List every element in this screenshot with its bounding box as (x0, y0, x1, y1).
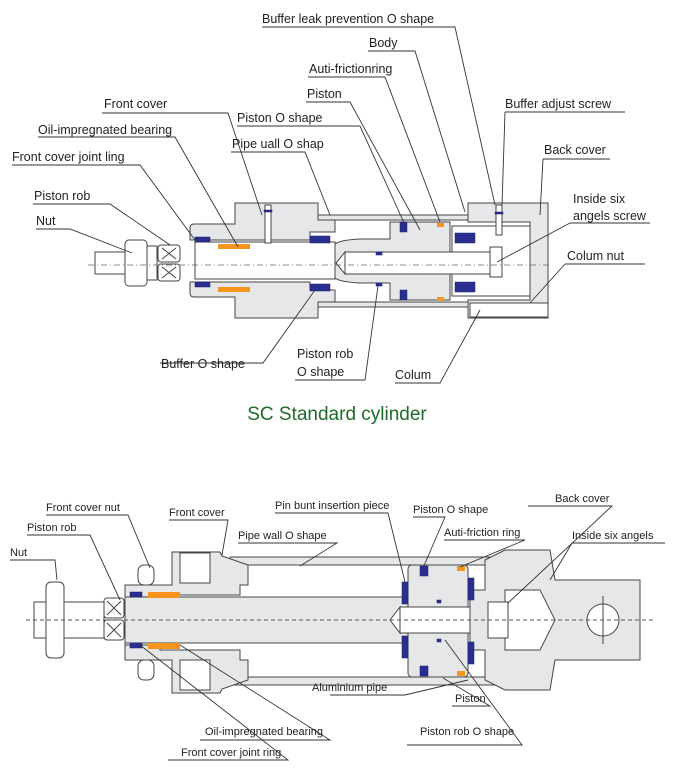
label-pipe-wall-o-shape: Pipe uall O shap (232, 137, 324, 151)
bottom-cylinder-drawing (26, 549, 655, 694)
top-piston-rod (194, 241, 336, 280)
top-screw (344, 251, 491, 275)
top-cylinder-drawing (88, 202, 550, 319)
top-nut (124, 239, 148, 287)
label-buffer-o-shape: Buffer O shape (161, 357, 245, 371)
label-aluminium-pipe: Aluminium pipe (312, 682, 387, 694)
label-body: Body (369, 36, 398, 50)
bottom-labels: Front cover nut Front cover Pin bunt ins… (10, 493, 654, 759)
label-nut: Nut (10, 547, 27, 559)
top-labels: Buffer leak prevention O shape Body Auti… (12, 12, 647, 382)
top-tube-lower (317, 301, 469, 308)
label-inside-six-angels-2: angels screw (573, 209, 647, 223)
label-piston-rod: Piston rob (27, 522, 77, 534)
label-inside-six-angels-1: Inside six (573, 192, 626, 206)
label-buffer-leak-prevention: Buffer leak prevention O shape (262, 12, 434, 26)
top-screw-head (489, 246, 503, 278)
label-front-cover-joint-ring: Front cover joint ling (12, 150, 125, 164)
label-piston: Piston (307, 87, 342, 101)
label-colum-nut: Colum nut (567, 249, 624, 263)
label-piston: Piston (455, 693, 486, 705)
label-inside-six-angels: Inside six angels (572, 530, 654, 542)
label-pipe-wall-o-shape: Pipe wall O shape (238, 530, 327, 542)
label-back-cover: Back cover (555, 493, 610, 505)
label-piston-o-shape: Piston O shape (237, 111, 323, 125)
label-oil-impregnated-bearing: Oil-impregnated bearing (205, 726, 323, 738)
label-piston-rod: Piston rob (34, 189, 90, 203)
label-piston-o-shape: Piston O shape (413, 504, 488, 516)
top-colum (469, 302, 549, 318)
label-nut: Nut (36, 214, 56, 228)
top-thread (94, 251, 126, 275)
label-anti-friction-ring: Auti-frictionring (309, 62, 392, 76)
label-front-cover-nut: Front cover nut (46, 502, 120, 514)
label-front-cover: Front cover (104, 97, 167, 111)
label-piston-rod-o-shape-1: Piston rob (297, 347, 353, 361)
bottom-leader-lines (10, 505, 665, 761)
top-tube-upper (317, 214, 469, 221)
top-leader-lines (12, 26, 650, 384)
label-pin-bunt-insertion-piece: Pin bunt insertion piece (275, 500, 389, 512)
label-colum: Colum (395, 368, 431, 382)
label-buffer-adjust-screw: Buffer adjust screw (505, 97, 612, 111)
label-anti-friction-ring: Auti-friction ring (444, 527, 520, 539)
diagram-title: SC Standard cylinder (247, 404, 427, 425)
label-oil-impregnated-bearing: Oil-impregnated bearing (38, 123, 172, 137)
label-back-cover: Back cover (544, 143, 606, 157)
top-front-cover (189, 202, 336, 241)
label-piston-rod-o-shape-2: O shape (297, 365, 344, 379)
label-front-cover-joint-ring: Front cover joint ring (181, 747, 281, 759)
label-front-cover: Front cover (169, 507, 225, 519)
label-piston-rod-o-shape: Piston rob O shape (420, 726, 514, 738)
